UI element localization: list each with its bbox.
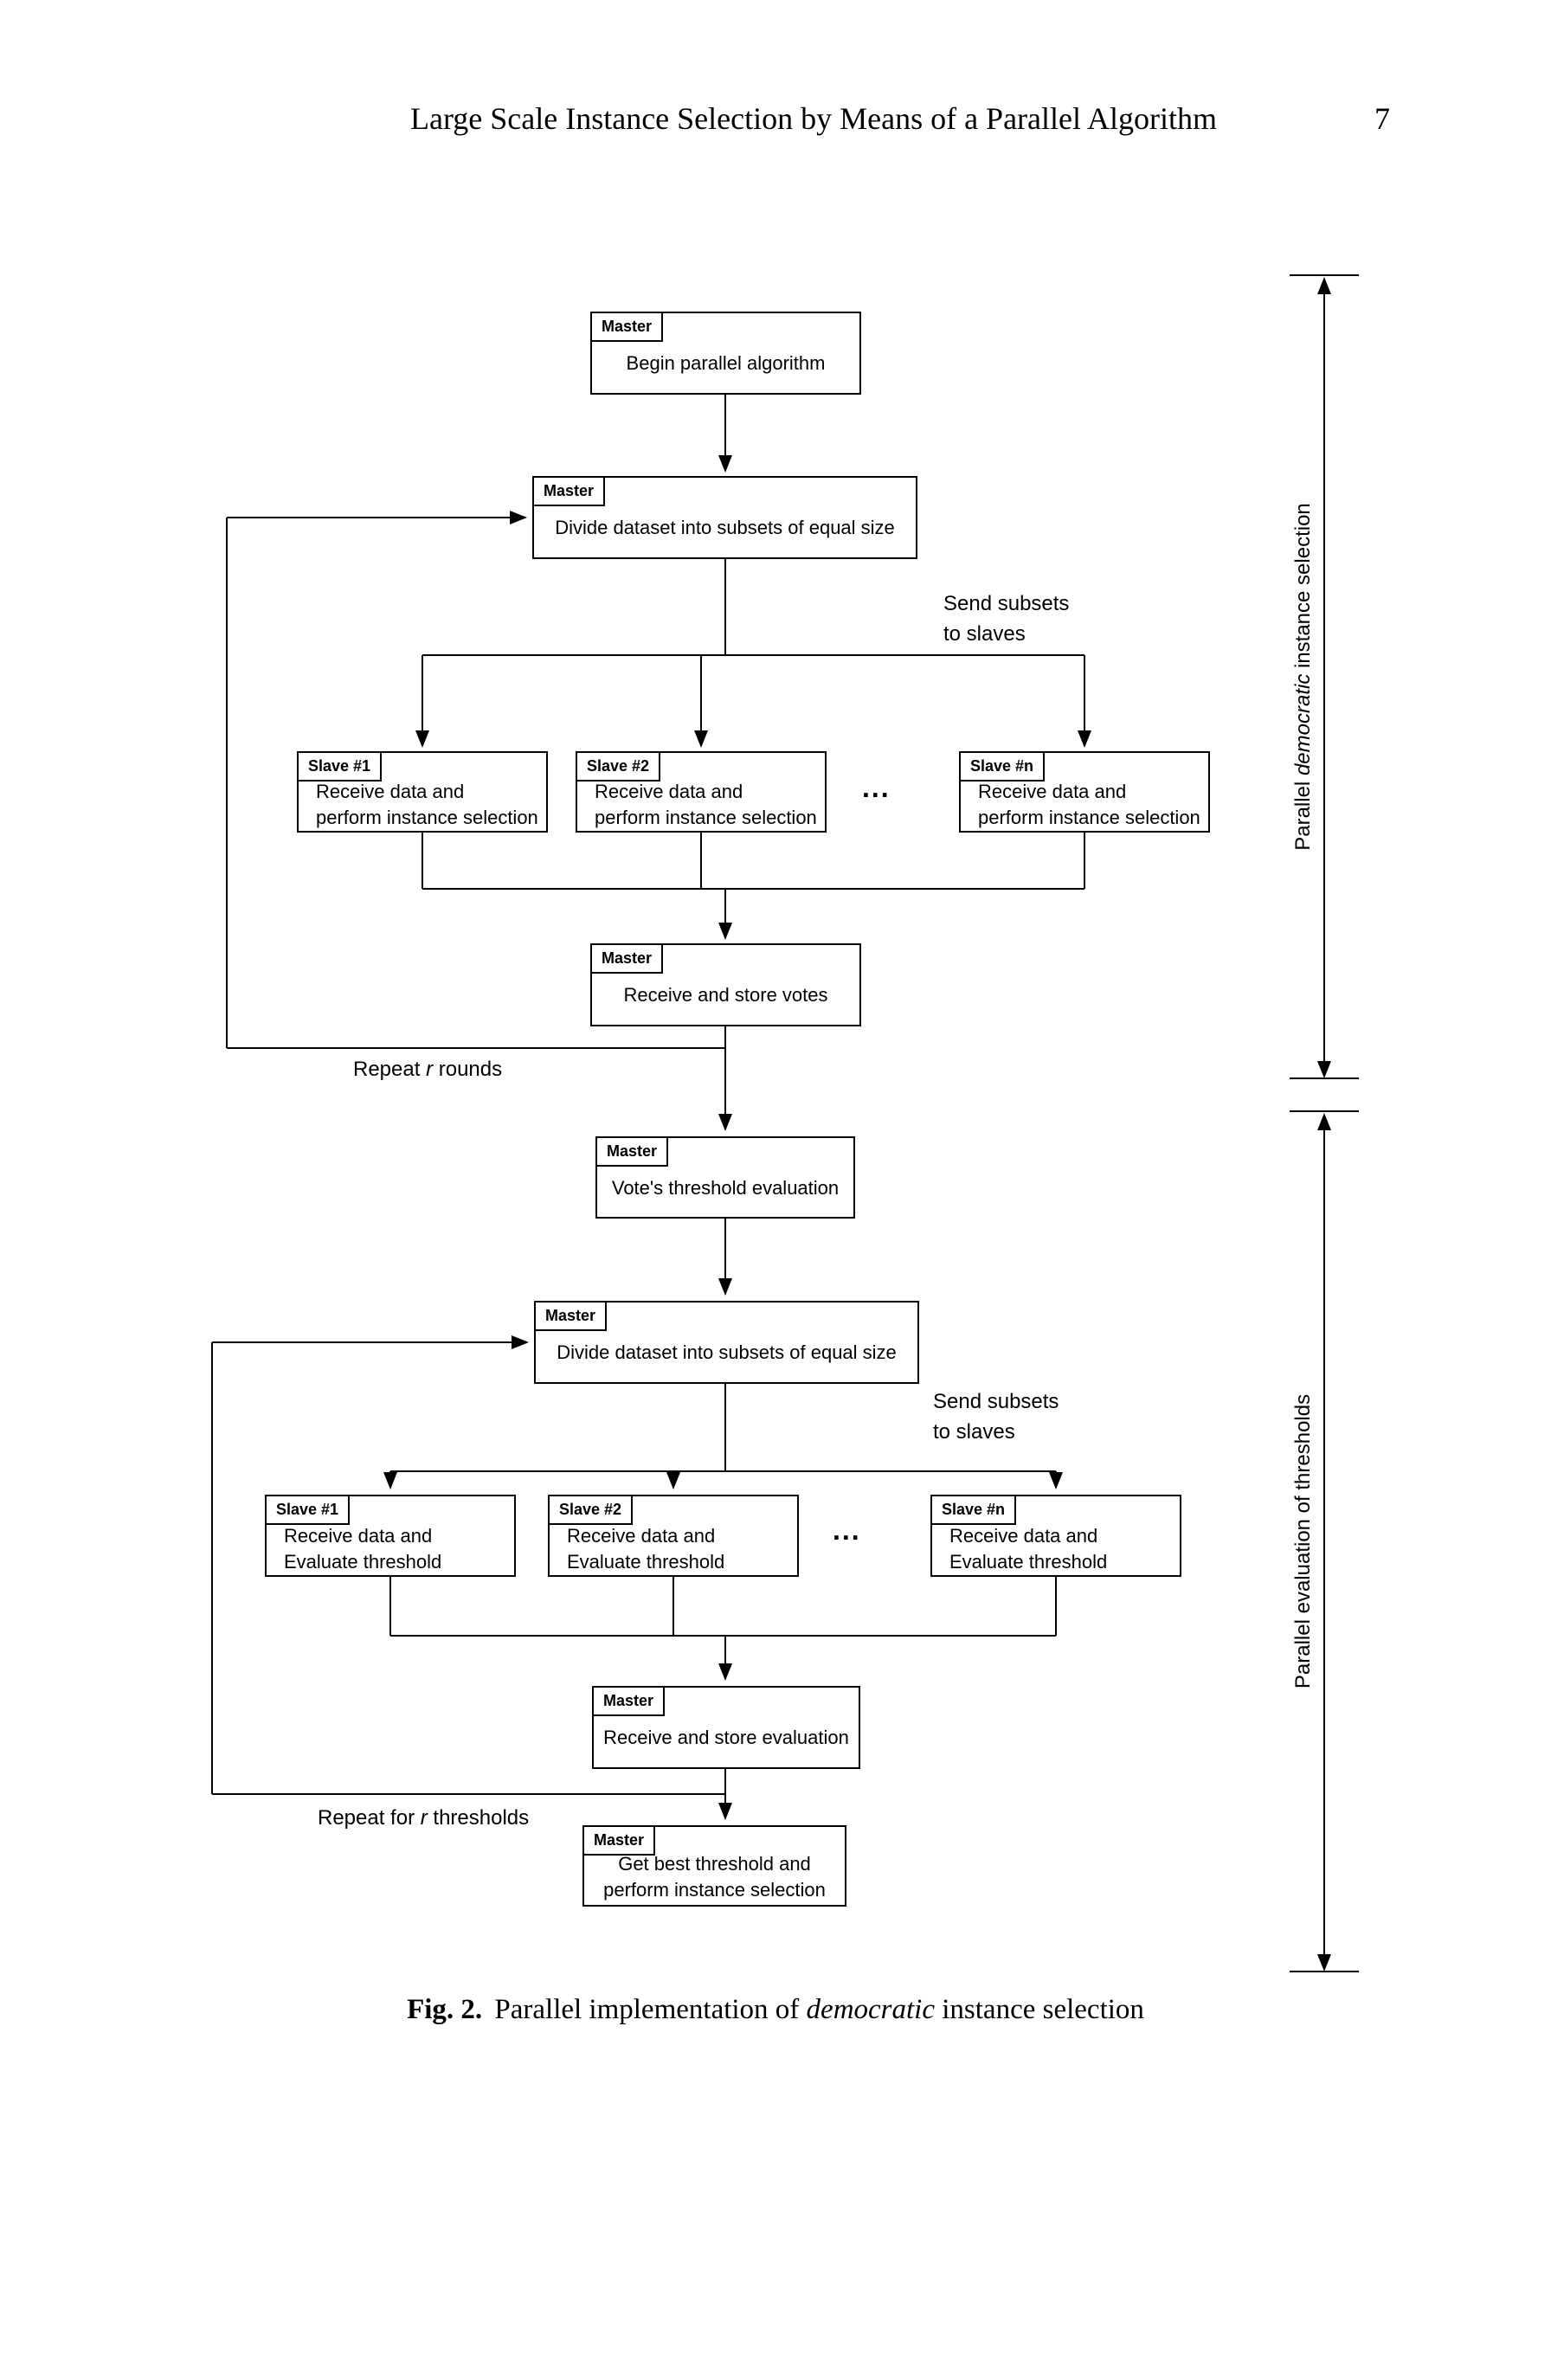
node-store-evaluation-tag: Master — [592, 1686, 666, 1716]
node-slave2-selection-tag: Slave #2 — [576, 751, 661, 782]
node-divide-1: Master Divide dataset into subsets of eq… — [532, 476, 917, 559]
repeat-rounds-label: Repeat r rounds — [353, 1058, 503, 1081]
bracket-democratic-selection — [1290, 274, 1359, 1079]
node-slave1-selection-label: Receive data and perform instance select… — [316, 781, 538, 828]
node-store-votes-label: Receive and store votes — [623, 984, 828, 1006]
send-subsets-label-2: Send subsets to slaves — [933, 1390, 1059, 1444]
node-divide-2-label: Divide dataset into subsets of equal siz… — [557, 1341, 897, 1363]
node-slave1-selection: Slave #1 Receive data and perform instan… — [297, 751, 548, 833]
node-slave2-threshold: Slave #2 Receive data and Evaluate thres… — [548, 1495, 799, 1577]
node-slave2-selection-label: Receive data and perform instance select… — [595, 781, 817, 828]
ellipsis-2: ... — [833, 1515, 861, 1546]
node-divide-2-tag: Master — [534, 1301, 608, 1331]
node-slave1-threshold-tag: Slave #1 — [265, 1495, 351, 1525]
node-best-threshold: Master Get best threshold and perform in… — [582, 1825, 846, 1907]
send-subsets-label-1: Send subsets to slaves — [943, 592, 1070, 646]
node-begin: Master Begin parallel algorithm — [590, 312, 861, 395]
bracket-label-democratic-selection: Parallel democratic instance selection — [1291, 503, 1315, 851]
node-divide-2: Master Divide dataset into subsets of eq… — [534, 1301, 919, 1384]
node-slaven-threshold-tag: Slave #n — [930, 1495, 1017, 1525]
node-slave2-selection: Slave #2 Receive data and perform instan… — [576, 751, 827, 833]
node-slave1-selection-tag: Slave #1 — [297, 751, 383, 782]
node-divide-1-tag: Master — [532, 476, 606, 506]
page-number: 7 — [1374, 101, 1390, 136]
node-threshold-evaluation-tag: Master — [595, 1136, 669, 1167]
node-slaven-threshold: Slave #n Receive data and Evaluate thres… — [930, 1495, 1181, 1577]
node-begin-label: Begin parallel algorithm — [626, 352, 826, 374]
node-slave1-threshold: Slave #1 Receive data and Evaluate thres… — [265, 1495, 516, 1577]
node-slaven-selection-tag: Slave #n — [959, 751, 1046, 782]
ellipsis-1: ... — [862, 772, 891, 803]
node-slaven-selection: Slave #n Receive data and perform instan… — [959, 751, 1210, 833]
node-best-threshold-label: Get best threshold and perform instance … — [603, 1853, 826, 1901]
node-store-votes-tag: Master — [590, 943, 664, 974]
section1-connectors — [226, 395, 1091, 1131]
page-header-title: Large Scale Instance Selection by Means … — [409, 101, 1218, 136]
node-slave1-threshold-label: Receive data and Evaluate threshold — [284, 1524, 442, 1573]
node-store-votes: Master Receive and store votes — [590, 943, 861, 1026]
bracket-label-threshold-evaluation: Parallel evaluation of thresholds — [1291, 1393, 1315, 1689]
section2-connectors — [211, 1219, 1063, 1820]
node-store-evaluation-label: Receive and store evaluation — [603, 1727, 849, 1748]
node-slave2-threshold-tag: Slave #2 — [548, 1495, 634, 1525]
node-best-threshold-tag: Master — [582, 1825, 656, 1856]
repeat-thresholds-label: Repeat for r thresholds — [318, 1806, 530, 1830]
node-divide-1-label: Divide dataset into subsets of equal siz… — [555, 517, 895, 538]
node-begin-tag: Master — [590, 312, 664, 342]
node-slaven-selection-label: Receive data and perform instance select… — [978, 781, 1200, 828]
bracket-threshold-evaluation — [1290, 1110, 1359, 1972]
figure-caption-number: Fig. 2. — [407, 1994, 483, 2025]
figure-caption: Fig. 2. Parallel implementation of democ… — [407, 1994, 1144, 2025]
node-slaven-threshold-label: Receive data and Evaluate threshold — [949, 1524, 1108, 1573]
node-store-evaluation: Master Receive and store evaluation — [592, 1686, 860, 1769]
node-threshold-evaluation: Master Vote's threshold evaluation — [595, 1136, 855, 1219]
node-threshold-evaluation-label: Vote's threshold evaluation — [611, 1176, 840, 1199]
node-slave2-threshold-label: Receive data and Evaluate threshold — [567, 1524, 725, 1573]
